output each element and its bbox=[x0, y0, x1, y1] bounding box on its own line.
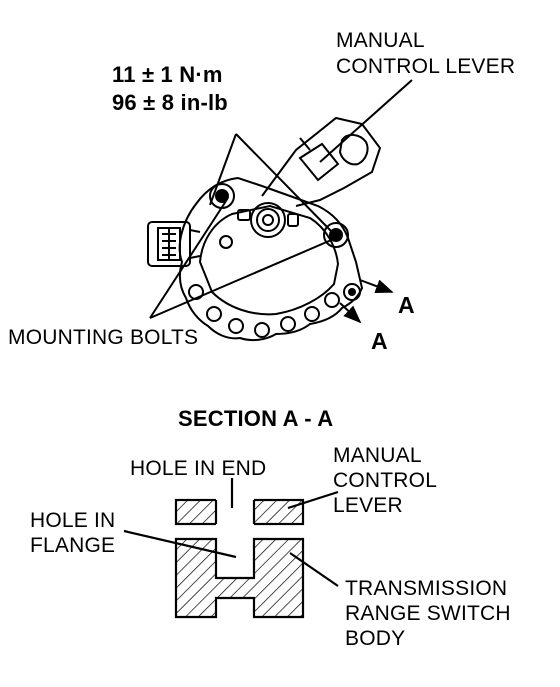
section-lever-leader bbox=[287, 490, 339, 510]
hole-in-flange-label-line1: HOLE IN bbox=[30, 509, 116, 532]
manual-control-lever bbox=[261, 116, 382, 207]
electrical-connector bbox=[147, 221, 201, 267]
hole-in-flange-label-line2: FLANGE bbox=[30, 534, 116, 557]
alignment-point bbox=[343, 283, 361, 301]
section-lever-label-line1: MANUAL bbox=[333, 444, 422, 467]
switch-assembly-illustration bbox=[147, 79, 413, 342]
section-lever-label-line2: CONTROL bbox=[333, 469, 438, 492]
section-body-piece bbox=[174, 537, 305, 619]
housing-inner-contour bbox=[198, 204, 340, 316]
mounting-bolt-right bbox=[323, 222, 349, 248]
manual-control-lever-label-line1: MANUAL bbox=[336, 29, 425, 52]
mounting-bolt-upper bbox=[209, 183, 235, 209]
switch-housing-outline bbox=[178, 176, 364, 342]
hole-in-flange-leader bbox=[123, 529, 237, 559]
torque-leader-upper bbox=[209, 133, 237, 206]
hole-in-end-label: HOLE IN END bbox=[130, 457, 267, 480]
section-arrow-line-2 bbox=[339, 302, 362, 324]
switch-body-label-line2: RANGE SWITCH bbox=[345, 602, 511, 625]
torque-leader-right bbox=[235, 133, 333, 233]
section-title: SECTION A - A bbox=[178, 406, 334, 431]
section-arrow-line-1 bbox=[359, 279, 394, 294]
manual-control-lever-label-line2: CONTROL LEVER bbox=[336, 55, 516, 78]
bolt-leader-upper bbox=[149, 200, 227, 319]
section-view bbox=[123, 478, 339, 619]
torque-imperial: 96 ± 8 in-lb bbox=[112, 90, 228, 115]
switch-body-label-line1: TRANSMISSION bbox=[345, 577, 508, 600]
section-marker-a1: A bbox=[398, 292, 415, 318]
body-leader bbox=[289, 552, 339, 587]
center-shaft bbox=[219, 202, 299, 249]
mounting-bolts-label: MOUNTING BOLTS bbox=[8, 326, 199, 349]
section-lever-piece bbox=[174, 497, 305, 527]
section-marker-a2: A bbox=[371, 328, 388, 354]
bolt-leader-right bbox=[149, 237, 337, 319]
torque-metric: 11 ± 1 N·m bbox=[112, 62, 223, 87]
lever-leader bbox=[319, 79, 413, 163]
switch-body-label-line3: BODY bbox=[345, 627, 406, 650]
section-lever-label-line3: LEVER bbox=[333, 494, 403, 517]
